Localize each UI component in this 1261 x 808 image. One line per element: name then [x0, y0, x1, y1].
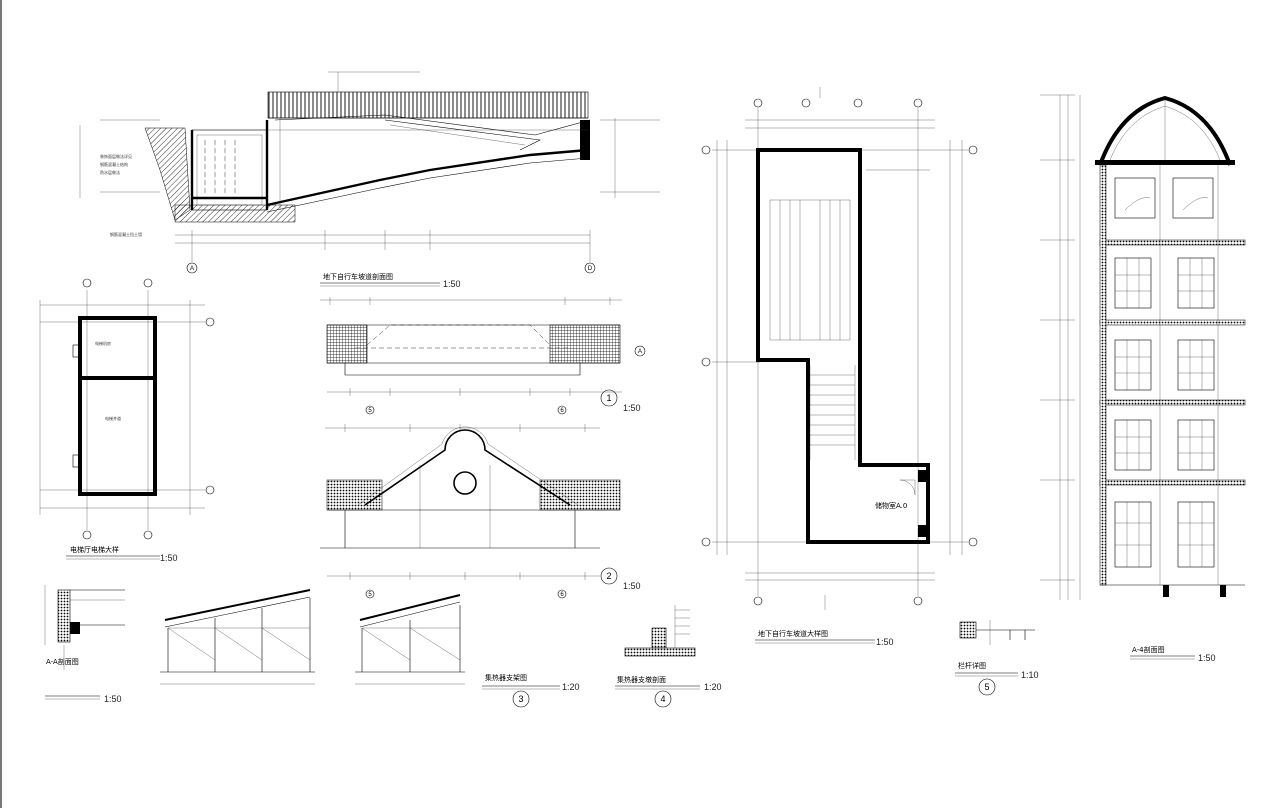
axis-label: 5 [368, 408, 372, 414]
detail-1-scale: 1:50 [623, 403, 641, 413]
detail-2-drawing: 5 6 2 1:50 [320, 424, 641, 599]
axis-label: 6 [560, 592, 564, 598]
detail-1-number: 1 [606, 393, 611, 403]
section-44-drawing: A-4剖面图 1:50 [1040, 94, 1246, 663]
rail-detail-number: 5 [984, 682, 989, 692]
elevator-plan-scale: 1:50 [160, 553, 178, 563]
detail-1-drawing: A 5 6 1 1:50 [320, 297, 646, 415]
ramp-plan-drawing: 储物室A.0 地下自行车坡道大样图 1:50 [701, 87, 978, 647]
axis-label: D [588, 266, 593, 272]
collector-base-scale: 1:20 [704, 682, 722, 692]
collector-support-title: 集热器支架图 [485, 673, 527, 682]
rail-detail-scale: 1:10 [1021, 670, 1039, 680]
collector-support-scale: 1:20 [562, 682, 580, 692]
axis-label: A [190, 266, 194, 272]
elevator-plan-title: 电梯厅电梯大样 [70, 545, 119, 554]
axis-label: 5 [368, 592, 372, 598]
svg-text:电梯井道: 电梯井道 [105, 415, 121, 421]
section-aa-title: A-A剖面图 [46, 657, 79, 666]
collector-base-title: 集热器支墩剖面 [617, 675, 666, 684]
section-main-title: 地下自行车坡道剖面图 [323, 272, 393, 281]
svg-text:钢筋混凝土结构: 钢筋混凝土结构 [100, 161, 128, 167]
elevator-plan-drawing: 电梯机房 电梯井道 电梯厅电梯大样 1:50 [39, 278, 215, 563]
svg-text:电梯机房: 电梯机房 [95, 340, 111, 346]
ramp-section-drawing: 装饰面层做法详见 钢筋混凝土结构 防水层做法 钢筋混凝土挡土墙 A D 地下自行… [79, 71, 660, 289]
svg-text:防水层做法: 防水层做法 [100, 169, 120, 175]
detail-2-number: 2 [606, 571, 611, 581]
axis-label: 6 [560, 408, 564, 414]
room-label: 储物室A.0 [875, 501, 907, 510]
rail-detail-drawing: 栏杆详图 1:10 5 [955, 620, 1039, 696]
rail-detail-title: 栏杆详图 [958, 661, 986, 670]
section-aa-scale: 1:50 [104, 694, 122, 704]
section-aa-drawing: A-A剖面图 1:50 [44, 585, 125, 704]
svg-text:钢筋混凝土挡土墙: 钢筋混凝土挡土墙 [110, 231, 142, 237]
svg-text:装饰面层做法详见: 装饰面层做法详见 [100, 153, 132, 159]
ramp-plan-scale: 1:50 [876, 637, 894, 647]
section-44-title: A-4剖面图 [1132, 645, 1165, 654]
axis-label: A [638, 349, 642, 355]
section-main-scale: 1:50 [443, 279, 461, 289]
collector-support-drawing: 集热器支架图 1:20 3 [160, 589, 580, 708]
detail-2-scale: 1:50 [623, 581, 641, 591]
ramp-plan-title: 地下自行车坡道大样图 [758, 629, 828, 638]
collector-base-number: 4 [660, 694, 665, 704]
collector-base-drawing: 集热器支墩剖面 1:20 4 [615, 605, 722, 708]
section-44-scale: 1:50 [1198, 653, 1216, 663]
collector-support-number: 3 [518, 694, 523, 704]
window-grid [1114, 257, 1215, 568]
